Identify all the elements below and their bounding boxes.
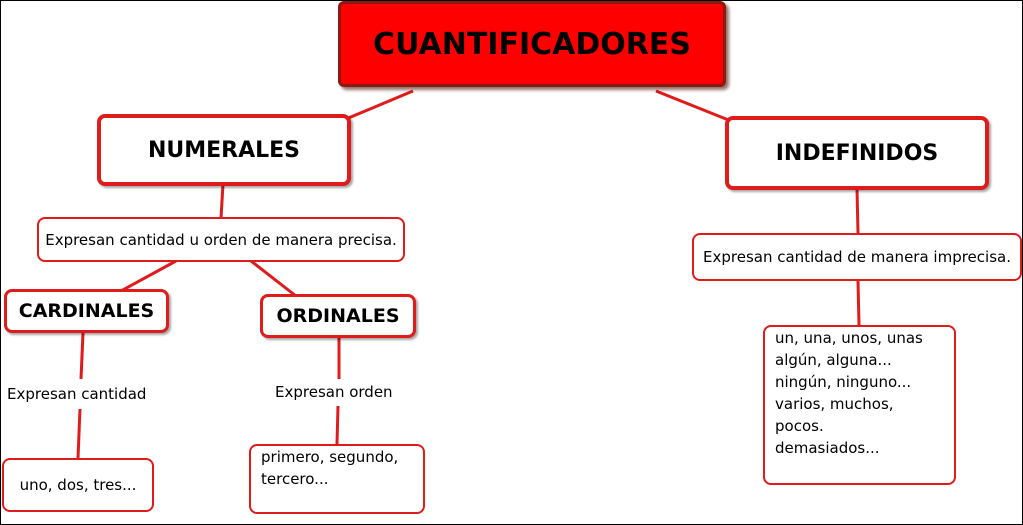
indefinidos-example-line: demasiados... bbox=[775, 439, 880, 457]
numerales-description-node: Expresan cantidad u orden de manera prec… bbox=[37, 217, 405, 262]
cardinales-node: CARDINALES bbox=[4, 289, 169, 333]
indefinidos-example-line: algún, alguna... bbox=[775, 351, 892, 369]
ordinales-description: Expresan orden bbox=[275, 383, 393, 401]
indefinidos-description-node: Expresan cantidad de manera imprecisa. bbox=[692, 233, 1022, 281]
numerales-description: Expresan cantidad u orden de manera prec… bbox=[45, 230, 397, 249]
indefinidos-example-line: un, una, unos, unas bbox=[775, 329, 923, 347]
ordinales-title: ORDINALES bbox=[276, 305, 400, 327]
indefinidos-example-line: ningún, ninguno... bbox=[775, 373, 912, 391]
link-ordinales-examples bbox=[335, 405, 340, 445]
link-indefinidos-desc bbox=[855, 188, 860, 234]
cardinales-examples: uno, dos, tres... bbox=[19, 476, 137, 494]
root-node: CUANTIFICADORES bbox=[338, 1, 726, 87]
link-desc-ordinales bbox=[250, 259, 297, 298]
indefinidos-node: INDEFINIDOS bbox=[725, 116, 989, 190]
link-cardinales-desc bbox=[79, 332, 85, 380]
ordinales-examples-node: primero, segundo, tercero... bbox=[249, 444, 425, 514]
indefinidos-examples-node: un, una, unos, unas algún, alguna... nin… bbox=[763, 325, 956, 485]
numerales-title: NUMERALES bbox=[147, 137, 301, 163]
indefinidos-description: Expresan cantidad de manera imprecisa. bbox=[703, 248, 1011, 266]
link-desc-cardinales bbox=[120, 259, 177, 293]
cardinales-examples-node: uno, dos, tres... bbox=[2, 458, 154, 512]
ordinales-examples-line: primero, segundo, bbox=[261, 448, 399, 466]
ordinales-examples-line: tercero... bbox=[261, 470, 329, 488]
indefinidos-title: INDEFINIDOS bbox=[775, 140, 939, 166]
link-indefdesc-examples bbox=[856, 280, 861, 326]
numerales-node: NUMERALES bbox=[97, 114, 351, 186]
ordinales-node: ORDINALES bbox=[260, 294, 416, 338]
link-root-numerales bbox=[345, 89, 414, 121]
link-numerales-desc bbox=[219, 183, 225, 219]
root-title: CUANTIFICADORES bbox=[373, 26, 691, 62]
indefinidos-example-line: varios, muchos, pocos. bbox=[775, 395, 894, 435]
cardinales-title: CARDINALES bbox=[18, 300, 155, 322]
link-cardinales-examples bbox=[76, 408, 82, 459]
cardinales-description: Expresan cantidad bbox=[7, 385, 147, 403]
link-root-indefinidos bbox=[655, 89, 732, 123]
